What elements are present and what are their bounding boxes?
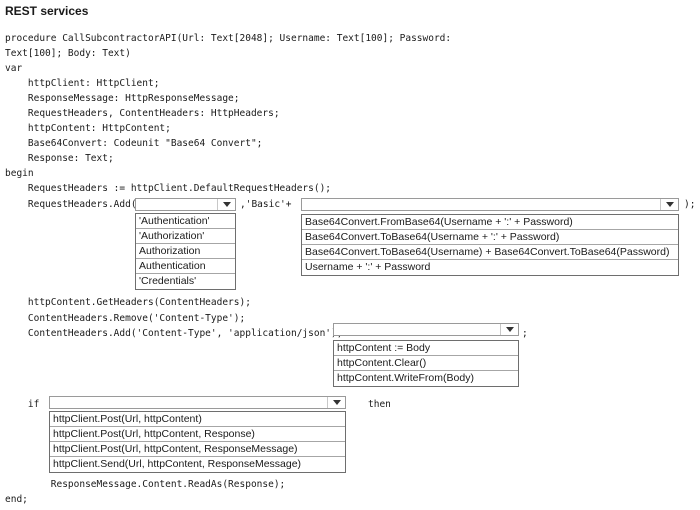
option-item[interactable]: Authorization <box>136 244 235 259</box>
code-line-3: var <box>5 63 23 74</box>
auth-value-options: Base64Convert.FromBase64(Username + ':' … <box>301 214 679 276</box>
code-line-11: RequestHeaders := httpClient.DefaultRequ… <box>5 183 332 194</box>
option-item[interactable]: httpClient.Post(Url, httpContent, Respon… <box>50 442 345 457</box>
code-line-9: Response: Text; <box>5 153 114 164</box>
option-item[interactable]: httpClient.Send(Url, httpContent, Respon… <box>53 458 302 470</box>
code-line-12-start: RequestHeaders.Add( <box>5 199 137 210</box>
chevron-down-icon <box>217 199 235 210</box>
code-line-16-then: then <box>368 399 391 410</box>
option-item[interactable]: httpContent := Body <box>334 341 518 356</box>
option-item[interactable]: httpClient.Post(Url, httpContent) <box>50 412 345 427</box>
code-line-16-if: if <box>5 399 40 410</box>
header-name-options: 'Authentication' 'Authorization' Authori… <box>135 213 236 290</box>
code-line-1: procedure CallSubcontractorAPI(Url: Text… <box>5 33 452 44</box>
code-line-12-end: ); <box>684 199 696 210</box>
option-item[interactable]: Base64Convert.ToBase64(Username) + Base6… <box>302 245 678 260</box>
code-line-5: ResponseMessage: HttpResponseMessage; <box>5 93 240 104</box>
content-dropdown[interactable] <box>333 323 519 336</box>
option-item[interactable]: Username + ':' + Password <box>305 261 431 273</box>
option-item[interactable]: httpContent.WriteFrom(Body) <box>337 372 474 384</box>
send-dropdown[interactable] <box>49 396 346 409</box>
code-line-7: httpContent: HttpContent; <box>5 123 171 134</box>
option-item[interactable]: 'Credentials' <box>139 275 197 287</box>
send-options: httpClient.Post(Url, httpContent) httpCl… <box>49 411 346 473</box>
header-name-dropdown[interactable] <box>135 198 236 211</box>
chevron-down-icon <box>500 324 518 335</box>
code-line-18: end; <box>5 494 28 505</box>
option-item[interactable]: httpClient.Post(Url, httpContent, Respon… <box>50 427 345 442</box>
option-item[interactable]: Base64Convert.FromBase64(Username + ':' … <box>302 215 678 230</box>
code-line-6: RequestHeaders, ContentHeaders: HttpHead… <box>5 108 280 119</box>
code-line-14: ContentHeaders.Remove('Content-Type'); <box>5 313 246 324</box>
option-item[interactable]: 'Authorization' <box>136 229 235 244</box>
option-item[interactable]: Authentication <box>136 259 235 274</box>
content-options: httpContent := Body httpContent.Clear() … <box>333 340 519 387</box>
chevron-down-icon <box>327 397 345 408</box>
code-line-4: httpClient: HttpClient; <box>5 78 160 89</box>
code-line-15-end: ; <box>522 328 528 339</box>
code-line-17: ResponseMessage.Content.ReadAs(Response)… <box>5 479 286 490</box>
chevron-down-icon <box>660 199 678 210</box>
option-item[interactable]: httpContent.Clear() <box>334 356 518 371</box>
code-line-2: Text[100]; Body: Text) <box>5 48 131 59</box>
code-line-15: ContentHeaders.Add('Content-Type', 'appl… <box>5 328 343 339</box>
code-line-10: begin <box>5 168 34 179</box>
option-item[interactable]: Base64Convert.ToBase64(Username + ':' + … <box>302 230 678 245</box>
code-line-8: Base64Convert: Codeunit "Base64 Convert"… <box>5 138 263 149</box>
code-line-12-middle: ,'Basic'+ <box>240 199 292 210</box>
code-line-13: httpContent.GetHeaders(ContentHeaders); <box>5 297 251 308</box>
option-item[interactable]: 'Authentication' <box>136 214 235 229</box>
page-title: REST services <box>5 4 89 18</box>
auth-value-dropdown[interactable] <box>301 198 679 211</box>
